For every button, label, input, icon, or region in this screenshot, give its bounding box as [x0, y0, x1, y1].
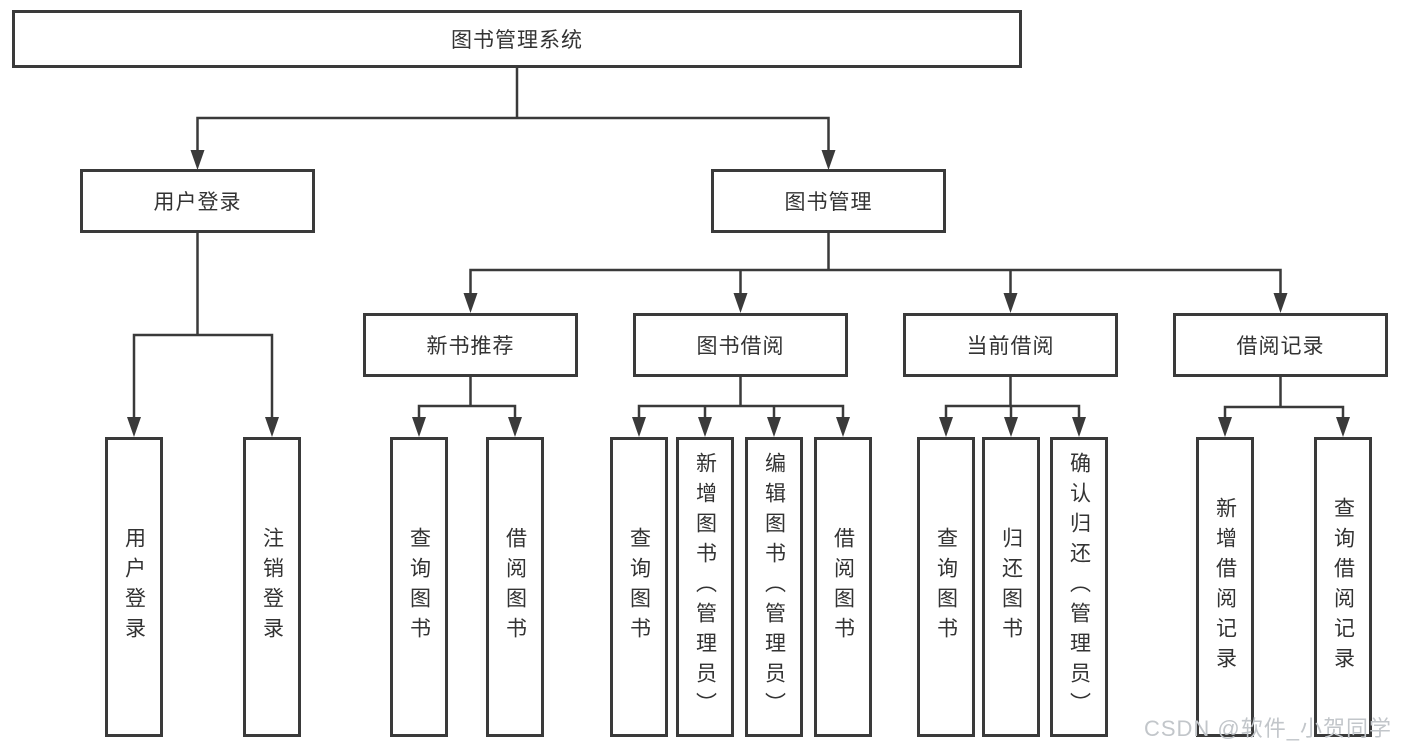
leaf-logout-label: 注销登录 — [260, 527, 284, 647]
leaf-cb-query-books: 查询图书 — [917, 437, 975, 737]
leaf-cb-query-books-label: 查询图书 — [934, 527, 958, 647]
leaf-bb-query-books-label: 查询图书 — [627, 527, 651, 647]
leaf-cb-return-books: 归还图书 — [982, 437, 1040, 737]
leaf-user-login: 用户登录 — [105, 437, 163, 737]
leaf-br-query-record: 查询借阅记录 — [1314, 437, 1372, 737]
leaf-bb-edit-books-admin-label: 编辑图书（管理员） — [762, 452, 786, 722]
csdn-watermark: CSDN @软件_小贺同学 — [1143, 716, 1392, 741]
leaf-br-query-record-label: 查询借阅记录 — [1331, 497, 1355, 677]
node-book-borrowing-label: 图书借阅 — [696, 335, 785, 358]
leaf-bb-borrow-books-label: 借阅图书 — [831, 527, 855, 647]
leaf-nbr-query-books: 查询图书 — [390, 437, 448, 737]
node-library-management-system: 图书管理系统 — [12, 10, 1022, 68]
node-user-login: 用户登录 — [80, 169, 315, 233]
leaf-cb-return-books-label: 归还图书 — [999, 527, 1023, 647]
leaf-bb-borrow-books: 借阅图书 — [814, 437, 872, 737]
arrowheads — [127, 150, 1350, 437]
leaf-cb-confirm-return-admin-label: 确认归还（管理员） — [1067, 452, 1091, 722]
leaf-nbr-query-books-label: 查询图书 — [407, 527, 431, 647]
node-current-borrowing-label: 当前借阅 — [966, 335, 1055, 358]
node-user-login-label: 用户登录 — [153, 191, 242, 214]
leaf-nbr-borrow-books-label: 借阅图书 — [503, 527, 527, 647]
node-borrowing-records: 借阅记录 — [1173, 313, 1388, 377]
leaf-bb-edit-books-admin: 编辑图书（管理员） — [745, 437, 803, 737]
node-book-management: 图书管理 — [711, 169, 946, 233]
leaf-logout: 注销登录 — [243, 437, 301, 737]
leaf-nbr-borrow-books: 借阅图书 — [486, 437, 544, 737]
leaf-br-add-record-label: 新增借阅记录 — [1213, 497, 1237, 677]
node-current-borrowing: 当前借阅 — [903, 313, 1118, 377]
node-library-management-system-label: 图书管理系统 — [451, 29, 583, 52]
leaf-cb-confirm-return-admin: 确认归还（管理员） — [1050, 437, 1108, 737]
node-new-book-recommend: 新书推荐 — [363, 313, 578, 377]
node-new-book-recommend-label: 新书推荐 — [426, 335, 515, 358]
leaf-br-add-record: 新增借阅记录 — [1196, 437, 1254, 737]
leaf-user-login-label: 用户登录 — [122, 527, 146, 647]
leaf-bb-add-books-admin-label: 新增图书（管理员） — [693, 452, 717, 722]
leaf-bb-query-books: 查询图书 — [610, 437, 668, 737]
node-borrowing-records-label: 借阅记录 — [1236, 335, 1325, 358]
node-book-borrowing: 图书借阅 — [633, 313, 848, 377]
leaf-bb-add-books-admin: 新增图书（管理员） — [676, 437, 734, 737]
node-book-management-label: 图书管理 — [784, 191, 873, 214]
